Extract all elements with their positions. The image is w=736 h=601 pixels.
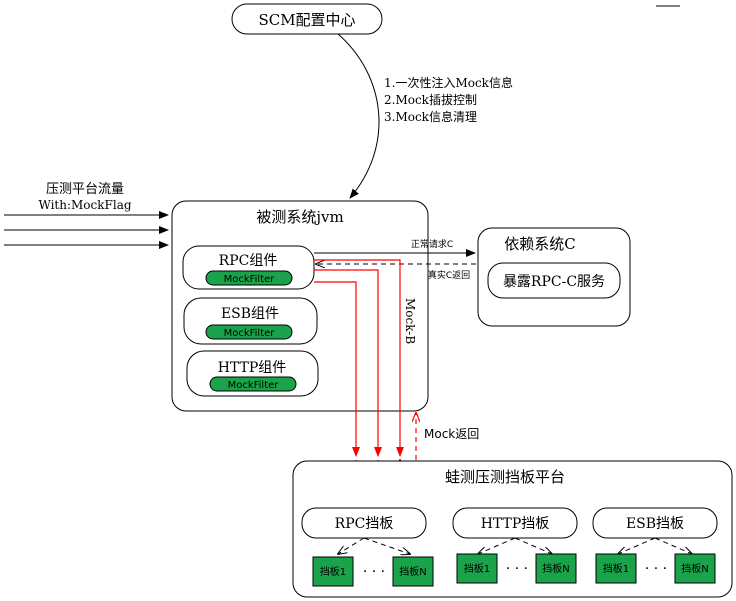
rpc-component: RPC组件 MockFilter xyxy=(182,245,315,290)
esb-baffle-group: ESB挡板 挡板1 · · · 挡板N xyxy=(592,507,718,584)
rpc-baffle-n-label: 挡板N xyxy=(399,565,426,578)
esb-mock-filter-label: MockFilter xyxy=(224,328,276,339)
scm-config-center: SCM配置中心 xyxy=(231,3,383,35)
mock-route-line-1 xyxy=(314,259,404,457)
traffic-input: 压测平台流量 With:MockFlag xyxy=(4,182,169,249)
mock-b-label: Mock-B xyxy=(403,298,417,344)
dependency-system: 依赖系统C 暴露RPC-C服务 xyxy=(477,227,631,327)
esb-baffle-n-label: 挡板N xyxy=(681,562,708,575)
http-baffle-n-label: 挡板N xyxy=(542,562,569,575)
esb-baffle-n xyxy=(674,553,716,584)
mock-return-label: Mock返回 xyxy=(424,427,479,441)
dependency-title: 依赖系统C xyxy=(504,235,575,253)
rpc-mock-filter xyxy=(205,270,293,286)
scm-note-3: 3.Mock信息清理 xyxy=(384,109,477,124)
normal-request-label: 正常请求C xyxy=(411,238,453,250)
traffic-flag-label: With:MockFlag xyxy=(38,198,131,212)
rpc-baffle-dots: · · · xyxy=(363,564,385,580)
rpc-baffle-1-label: 挡板1 xyxy=(320,565,346,578)
http-baffle-label: HTTP挡板 xyxy=(481,516,550,532)
http-mock-filter xyxy=(209,376,297,392)
esb-component-label: ESB组件 xyxy=(221,306,279,322)
rpc-c-service-label: 暴露RPC-C服务 xyxy=(503,274,605,290)
scm-to-jvm-arrow xyxy=(337,33,380,199)
http-baffle-n xyxy=(535,553,577,584)
rpc-baffle-n xyxy=(392,556,434,587)
esb-baffle-label: ESB挡板 xyxy=(626,516,684,532)
rpc-component-label: RPC组件 xyxy=(219,253,278,269)
scm-title: SCM配置中心 xyxy=(258,11,355,29)
traffic-label: 压测平台流量 xyxy=(46,182,124,197)
mock-platform-title: 蛙测压测挡板平台 xyxy=(445,468,565,486)
http-baffle-1 xyxy=(456,553,498,584)
http-baffle-group: HTTP挡板 挡板1 · · · 挡板N xyxy=(452,507,578,584)
rpc-baffle-label: RPC挡板 xyxy=(335,516,394,532)
mock-platform: 蛙测压测挡板平台 RPC挡板 挡板1 · · · 挡板N HTTP挡板 挡板1 … xyxy=(292,460,733,598)
mock-route-line-3 xyxy=(314,281,360,457)
http-component: HTTP组件 MockFilter xyxy=(186,350,319,397)
esb-baffle-dots: · · · xyxy=(645,561,667,577)
http-mock-filter-label: MockFilter xyxy=(228,380,280,391)
esb-baffle-1 xyxy=(595,553,637,584)
scm-note-2: 2.Mock插拔控制 xyxy=(384,92,477,107)
rpc-baffle-group: RPC挡板 挡板1 · · · 挡板N xyxy=(301,507,434,587)
scm-note-1: 1.一次性注入Mock信息 xyxy=(384,75,513,90)
http-component-label: HTTP组件 xyxy=(218,360,287,376)
esb-baffle-1-label: 挡板1 xyxy=(603,562,629,575)
rpc-baffle-1 xyxy=(312,556,354,587)
jvm-system: 被测系统jvm RPC组件 MockFilter ESB组件 MockFilte… xyxy=(171,200,429,412)
esb-component: ESB组件 MockFilter xyxy=(183,297,318,345)
real-return-label: 真实C返回 xyxy=(428,269,470,281)
http-baffle-dots: · · · xyxy=(506,561,528,577)
http-baffle-1-label: 挡板1 xyxy=(464,562,490,575)
rpc-c-service xyxy=(487,262,621,299)
scm-notes: 1.一次性注入Mock信息 2.Mock插拔控制 3.Mock信息清理 xyxy=(384,75,513,124)
rpc-mock-filter-label: MockFilter xyxy=(224,274,276,285)
mock-route-line-2 xyxy=(314,269,382,457)
esb-mock-filter xyxy=(205,324,293,340)
jvm-title: 被测系统jvm xyxy=(256,208,343,226)
